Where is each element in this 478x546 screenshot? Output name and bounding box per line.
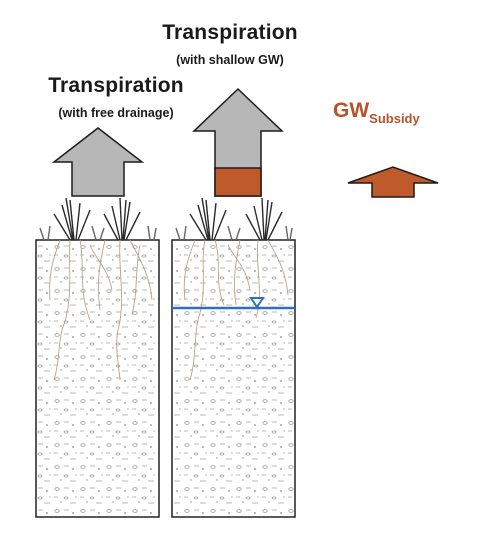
left-subtitle: (with free drainage) [58,106,174,120]
left-title: Transpiration [48,74,184,97]
right-soil-column [171,239,296,518]
right-vegetation [175,197,293,241]
left-roots [49,239,153,381]
gw-subsidy-label: GWSubsidy [333,99,420,126]
left-transpiration-arrow [51,127,145,197]
water-table [172,297,295,310]
gw-subsidy-arrow [347,166,439,198]
gw-subsidy-portion [214,167,262,197]
gw-subsidy-subscript: Subsidy [369,111,420,126]
right-roots [183,239,289,381]
right-transpiration-arrow [192,87,284,197]
left-vegetation [39,197,157,241]
left-soil-column [35,239,160,518]
gw-subsidy-main: GW [333,99,370,122]
right-title: Transpiration [162,21,298,44]
right-subtitle: (with shallow GW) [176,53,284,67]
